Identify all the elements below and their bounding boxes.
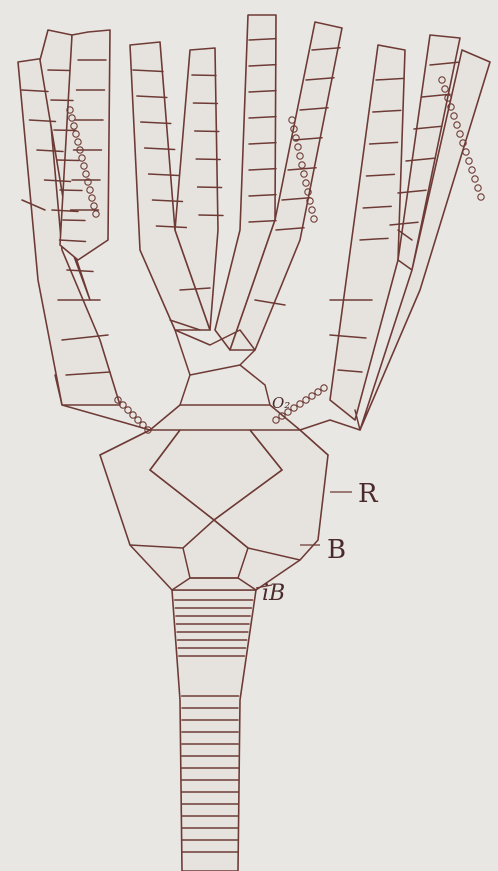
brachial-center-plate — [180, 365, 270, 405]
ib-label: iB — [262, 581, 285, 606]
ornament-ring — [469, 167, 475, 173]
ornament-ring — [309, 393, 315, 399]
ornament-ring — [466, 158, 472, 164]
ornament-ring — [291, 405, 297, 411]
ornament-ring — [321, 385, 327, 391]
ornament-ring — [311, 216, 317, 222]
cup-outline — [100, 405, 328, 590]
arm-right-a — [330, 45, 405, 420]
ornament-ring — [297, 401, 303, 407]
ornament-ring — [130, 412, 136, 418]
b-label: B — [327, 535, 346, 565]
o-label: O₂ — [272, 394, 290, 412]
ornament-ring — [303, 397, 309, 403]
stem — [172, 590, 256, 871]
ornament-ring — [478, 194, 484, 200]
ornament-ring — [289, 117, 295, 123]
ornament-ring — [475, 185, 481, 191]
ornament-ring — [315, 389, 321, 395]
ornament-ring — [472, 176, 478, 182]
ornament-ring — [463, 149, 469, 155]
r-label: R — [358, 479, 379, 509]
ornament-ring — [309, 207, 315, 213]
ornament-ring — [135, 417, 141, 423]
ornament-ring — [125, 407, 131, 413]
